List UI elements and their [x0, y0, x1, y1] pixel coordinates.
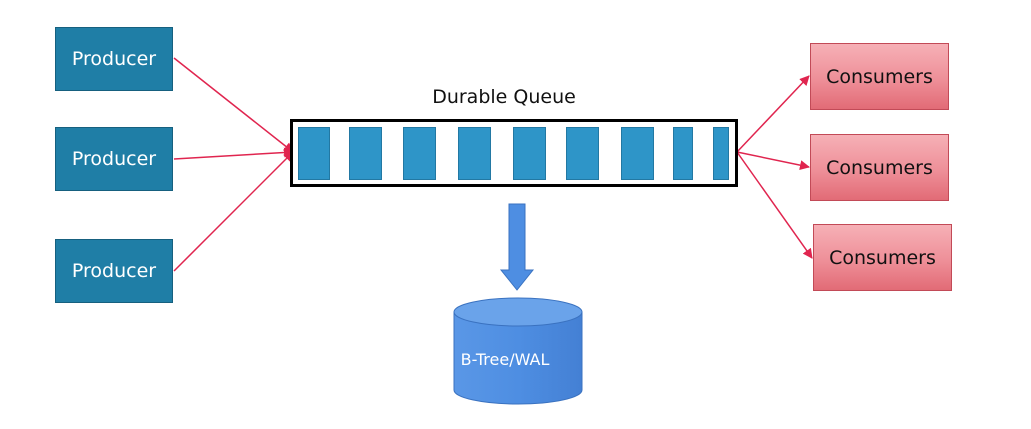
persist-down-arrow — [499, 203, 535, 291]
queue-slot — [566, 127, 599, 180]
consumer-box-1: Consumers — [810, 43, 949, 110]
consumer-box-3: Consumers — [813, 224, 952, 291]
queue-slot — [458, 127, 491, 180]
producer-box-3: Producer — [55, 239, 173, 303]
queue-slot — [298, 127, 330, 180]
consumer-label: Consumers — [826, 156, 933, 179]
queue-slot — [621, 127, 654, 180]
consumer-3-arrow — [736, 151, 813, 259]
queue-title: Durable Queue — [432, 86, 576, 108]
producer-label: Producer — [71, 48, 157, 70]
queue-slot — [673, 127, 693, 180]
durable-queue — [290, 119, 738, 187]
producer-1-arrow — [173, 57, 294, 153]
queue-slot — [349, 127, 382, 180]
storage-cylinder — [453, 297, 583, 405]
consumer-2-arrow — [736, 151, 810, 171]
producer-box-1: Producer — [55, 27, 173, 91]
producer-label: Producer — [71, 148, 157, 170]
queue-slot — [713, 127, 729, 180]
consumer-box-2: Consumers — [810, 134, 949, 201]
producer-label: Producer — [71, 260, 157, 282]
consumer-label: Consumers — [829, 246, 936, 269]
queue-slot — [513, 127, 546, 180]
queue-slot — [403, 127, 436, 180]
producer-2-arrow — [173, 147, 294, 160]
producer-box-2: Producer — [55, 127, 173, 191]
consumer-1-arrow — [736, 75, 810, 153]
producer-3-arrow — [173, 151, 294, 272]
consumer-label: Consumers — [826, 65, 933, 88]
storage-label: B-Tree/WAL — [460, 350, 550, 369]
